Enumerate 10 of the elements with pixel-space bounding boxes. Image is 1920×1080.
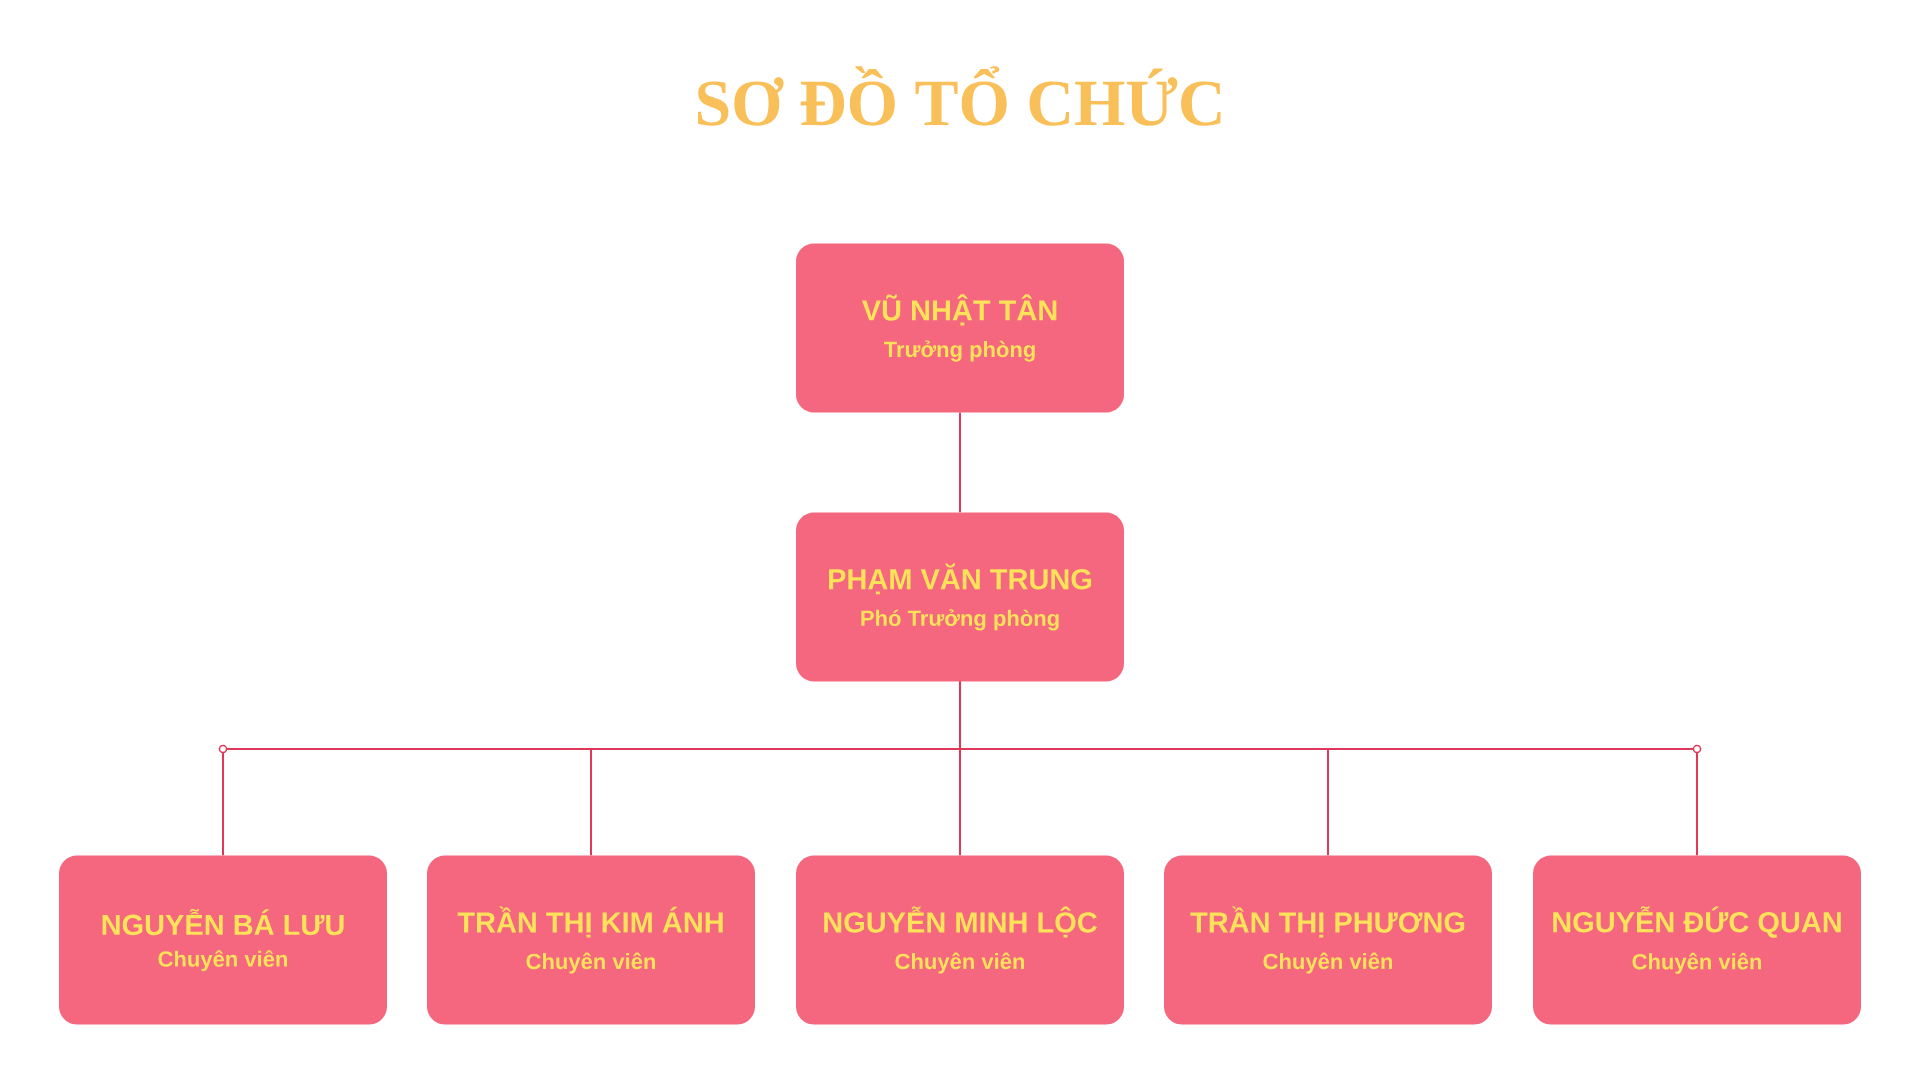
person-box: NGUYỄN MINH LỘC Chuyên viên (796, 855, 1124, 1025)
connector-line (959, 411, 961, 514)
person-box: NGUYỄN ĐỨC QUAN Chuyên viên (1533, 855, 1861, 1025)
person-box: VŨ NHẬT TÂN Trưởng phòng (796, 243, 1124, 413)
connector-line (959, 680, 1702, 857)
person-box: NGUYỄN BÁ LƯU Chuyên viên (59, 855, 387, 1025)
person-box: TRẦN THỊ KIM ÁNH Chuyên viên (427, 855, 755, 1025)
person-box: PHẠM VĂN TRUNG Phó Trưởng phòng (796, 512, 1124, 682)
person-box: TRẦN THỊ PHƯƠNG Chuyên viên (1164, 855, 1492, 1025)
title: SƠ ĐỒ TỔ CHỨC (698, 66, 1221, 126)
